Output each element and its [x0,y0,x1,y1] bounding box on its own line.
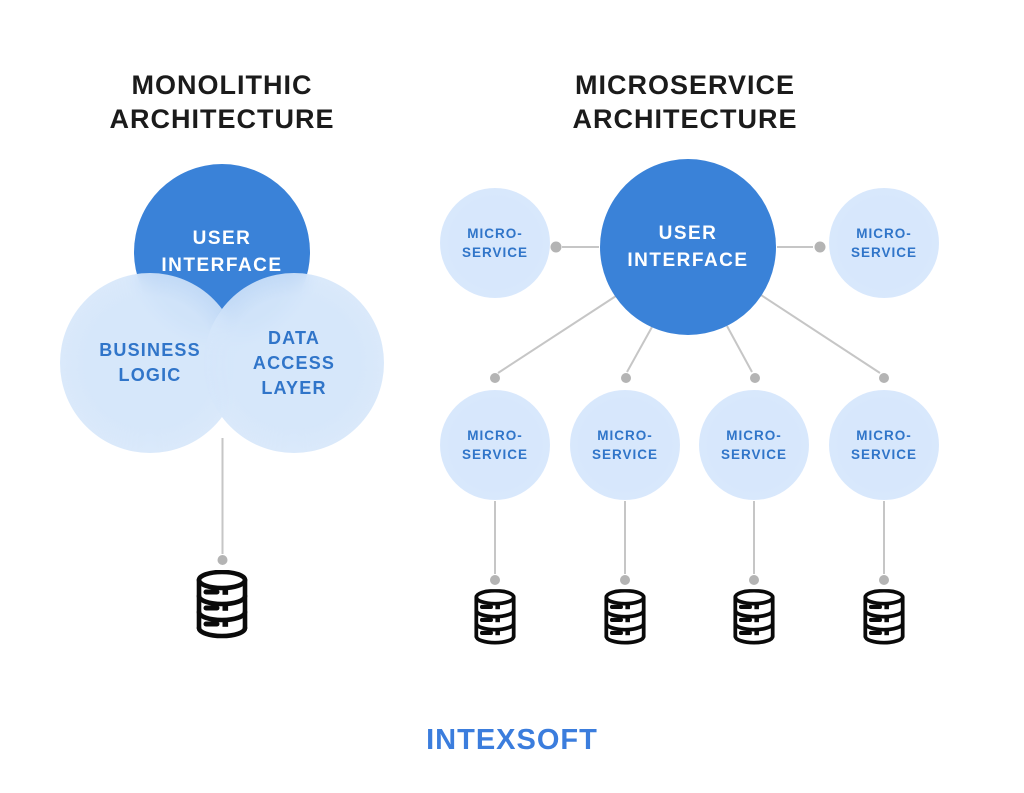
mono-user-interface-label-line1: USER [192,228,252,249]
microservice-title: MICROSERVICE ARCHITECTURE [505,68,865,136]
connector-dot [879,575,889,585]
microservice-label-line1: MICRO- [726,428,782,443]
monolithic-title-line1: MONOLITHIC [131,70,313,100]
connector-dot [749,575,759,585]
connector-dot [490,575,500,585]
data-access-label-line2: ACCESS [252,352,336,373]
connector-diag-3 [726,325,753,373]
microservice-label-line1: MICRO- [597,428,653,443]
connector-dot [490,373,500,383]
data-access-layer-circle: DATA ACCESS LAYER [204,273,384,453]
microservice-circle-bottom-3: MICRO- SERVICE [699,390,809,500]
microservice-circle-bottom-4: MICRO- SERVICE [829,390,939,500]
database-icon-svg [858,589,910,646]
database-icon-svg [469,589,521,646]
monolithic-title-line2: ARCHITECTURE [109,104,335,134]
connector-diag-2 [626,326,653,373]
microservice-circle-top-left: MICRO- SERVICE [440,188,550,298]
microservice-label-line2: SERVICE [850,245,918,260]
microservice-circle-bottom-1: MICRO- SERVICE [440,390,550,500]
connector-dot [217,555,228,565]
mono-user-interface-label-line2: INTERFACE [161,255,283,276]
microservice-label-line2: SERVICE [461,447,529,462]
database-icon [728,589,780,646]
intexsoft-logo: INTEXSOFT [426,724,598,756]
microservice-label-line1: MICRO- [856,428,912,443]
data-access-label-line3: LAYER [261,377,327,398]
database-icon-svg [728,589,780,646]
business-logic-label-line2: LOGIC [118,365,182,385]
microservice-label-line1: MICRO- [467,428,523,443]
microservice-label-line2: SERVICE [591,447,659,462]
microservice-label-line2: SERVICE [850,447,918,462]
database-icon [190,570,254,640]
connector-diag-4 [760,294,881,374]
connector-dot [621,373,631,383]
connector-diag-1 [497,295,617,374]
monolithic-title: MONOLITHIC ARCHITECTURE [42,68,402,136]
micro-user-interface-label-line2: INTERFACE [627,250,749,271]
microservice-title-line2: ARCHITECTURE [572,104,798,134]
micro-user-interface-label-line1: USER [658,223,718,244]
micro-user-interface-circle: USER INTERFACE [600,159,776,335]
database-icon-svg [190,570,254,640]
database-icon [469,589,521,646]
connector-dot [814,241,826,253]
connector-dot [550,241,562,253]
database-icon [858,589,910,646]
data-access-label-line1: DATA [267,327,321,348]
connector-dot [750,373,760,383]
microservice-label-line2: SERVICE [461,245,529,260]
microservice-label-line2: SERVICE [720,447,788,462]
microservice-circle-bottom-2: MICRO- SERVICE [570,390,680,500]
connector-dot [879,373,889,383]
connector-dot [620,575,630,585]
microservice-label-line1: MICRO- [856,226,912,241]
business-logic-label-line1: BUSINESS [99,340,201,360]
microservice-label-line1: MICRO- [467,226,523,241]
database-icon-svg [599,589,651,646]
microservice-circle-top-right: MICRO- SERVICE [829,188,939,298]
database-icon [599,589,651,646]
microservice-title-line1: MICROSERVICE [574,70,796,100]
